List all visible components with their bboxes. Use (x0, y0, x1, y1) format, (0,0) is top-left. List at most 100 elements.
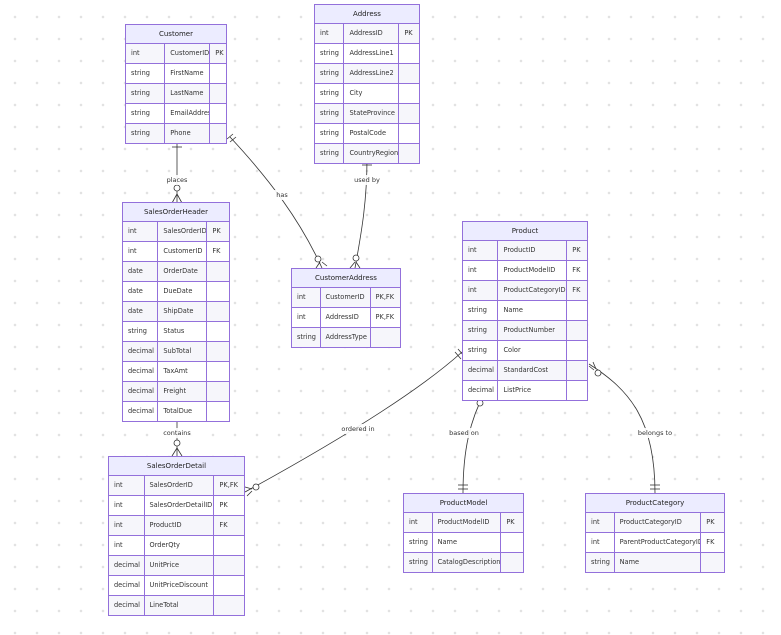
attr-name: Name (433, 533, 502, 552)
attr-name: StateProvince (344, 104, 400, 123)
attr-name: TaxAmt (158, 362, 208, 381)
attr-key: PK (212, 227, 221, 235)
relationship-line-based-on (462, 391, 486, 494)
attr-name: DueDate (158, 282, 208, 301)
entity-title: Address (315, 5, 419, 24)
attr-type: string (463, 301, 499, 320)
attr-name: ProductModelID (433, 513, 502, 532)
attr-key (399, 84, 419, 103)
attr-type: decimal (123, 382, 159, 401)
attr-type: decimal (463, 381, 499, 400)
relationship-line-has (229, 136, 323, 269)
attr-name: ProductNumber (498, 321, 568, 340)
entity-title: Customer (126, 25, 226, 44)
attr-type: int (586, 513, 615, 532)
attr-type: int (109, 536, 145, 555)
attr-name: UnitPrice (145, 556, 215, 575)
attr-key (399, 64, 419, 83)
attr-name: OrderDate (158, 262, 208, 281)
attr-key: PK,FK (219, 481, 238, 489)
attr-key (210, 84, 226, 103)
attr-key (207, 362, 229, 381)
attr-type: string (463, 321, 499, 340)
attr-key (207, 322, 229, 341)
attr-type: string (315, 44, 345, 63)
attr-type: int (463, 281, 499, 300)
entity-title: SalesOrderHeader (123, 203, 229, 222)
attr-key (567, 321, 587, 340)
attr-type: date (123, 282, 159, 301)
attr-type: decimal (109, 576, 145, 595)
attr-key (371, 328, 400, 347)
attr-key: PK,FK (375, 313, 395, 321)
attr-name: PostalCode (344, 124, 400, 143)
attr-name: AddressLine1 (344, 44, 400, 63)
attr-name: ListPrice (498, 381, 568, 400)
attr-key (214, 536, 244, 555)
label-has: has (276, 191, 288, 199)
label-contains: contains (163, 429, 191, 437)
attr-type: int (109, 516, 145, 535)
attr-type: decimal (109, 596, 145, 615)
attr-key (501, 553, 523, 572)
attr-type: decimal (123, 342, 159, 361)
attr-name: AddressType (321, 328, 371, 347)
attr-key (207, 382, 229, 401)
attr-type: string (315, 144, 345, 163)
relationship-line-ordered-in (244, 351, 463, 493)
attr-name: EmailAddress (165, 104, 211, 123)
attr-key (210, 104, 226, 123)
attr-name: CustomerID (165, 44, 211, 63)
attr-key: PK (706, 518, 715, 526)
attr-key (210, 124, 226, 143)
attr-type: string (126, 124, 166, 143)
attr-key (701, 553, 724, 572)
attr-name: Phone (165, 124, 211, 143)
attr-type: int (292, 308, 321, 327)
attr-key (214, 556, 244, 575)
attr-key: FK (572, 286, 581, 294)
attr-name: Name (498, 301, 568, 320)
attr-type: string (586, 553, 615, 572)
attr-key: FK (212, 247, 221, 255)
relationship-line-belongs-to (588, 363, 656, 494)
attr-name: ProductCategoryID (615, 513, 702, 532)
attr-key (207, 282, 229, 301)
attr-name: LastName (165, 84, 211, 103)
attr-name: SalesOrderDetailID (145, 496, 215, 515)
attr-name: TotalDue (158, 402, 208, 421)
attr-key (399, 44, 419, 63)
attr-key (567, 301, 587, 320)
entity-title: ProductCategory (586, 494, 724, 513)
attribute-row: stringEmailAddress (126, 103, 226, 123)
attr-type: string (315, 124, 345, 143)
attr-key: PK (215, 49, 224, 57)
attr-type: date (123, 262, 159, 281)
attr-type: string (126, 84, 166, 103)
attr-type: string (126, 64, 166, 83)
attr-type: decimal (123, 362, 159, 381)
